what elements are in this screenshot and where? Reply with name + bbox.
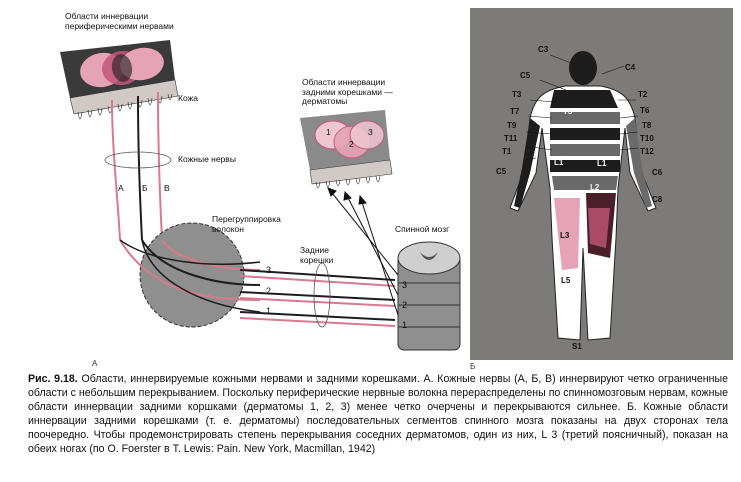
panel-letter-a: А bbox=[92, 359, 98, 368]
dermatome-number-2: 2 bbox=[349, 139, 354, 149]
nerve-letter-b: Б bbox=[142, 183, 148, 193]
figure-panel-a: Области иннервации периферическими нерва… bbox=[0, 0, 470, 372]
segment-c6: C6 bbox=[652, 168, 663, 177]
segment-t9: T9 bbox=[507, 121, 517, 130]
segment-t1: T1 bbox=[502, 147, 512, 156]
segment-t11: T11 bbox=[504, 134, 518, 143]
cutaneous-nerves bbox=[104, 91, 172, 241]
skin-block-peripheral bbox=[60, 40, 179, 120]
dorsal-roots bbox=[239, 262, 396, 328]
label-dermatomes: Области иннервации задними корешками — д… bbox=[302, 77, 393, 106]
dermatome-number-3: 3 bbox=[368, 127, 373, 137]
figure-caption: Рис. 9.18. Области, иннервируемые кожным… bbox=[28, 373, 728, 456]
segment-t5: T5 bbox=[563, 107, 573, 116]
label-spinal-cord: Спинной мозг bbox=[395, 224, 450, 234]
segment-s1: S1 bbox=[572, 342, 582, 351]
segment-c8: C8 bbox=[652, 195, 663, 204]
label-regrouping: Перегруппировка волокон bbox=[212, 214, 281, 234]
nerve-letter-v: В bbox=[164, 183, 170, 193]
segment-t3: T3 bbox=[512, 90, 522, 99]
skin-block-dermatomes bbox=[300, 110, 393, 189]
label-dorsal-roots: Задние корешки bbox=[300, 245, 334, 265]
spinal-cord bbox=[397, 241, 461, 351]
body-dermatome-map bbox=[509, 51, 657, 341]
segment-l3: L3 bbox=[560, 231, 570, 240]
panel-letter-b: Б bbox=[470, 362, 476, 371]
segment-l2: L2 bbox=[590, 183, 600, 192]
segment-l5: L5 bbox=[561, 276, 571, 285]
segment-pointer-lines bbox=[523, 54, 639, 161]
segment-c4: C4 bbox=[625, 63, 636, 72]
cord-number-2: 2 bbox=[402, 300, 408, 310]
label-peripheral-areas: Области иннервации периферическими нерва… bbox=[65, 11, 174, 31]
cord-number-1: 1 bbox=[402, 320, 408, 330]
caption-text: Области, иннервируемые кожными нервами и… bbox=[28, 373, 729, 455]
dermatome-number-1: 1 bbox=[326, 127, 331, 137]
segment-t7: T7 bbox=[510, 107, 520, 116]
root-number-2: 2 bbox=[266, 286, 272, 296]
root-number-3: 3 bbox=[266, 265, 272, 275]
segment-t12: T12 bbox=[640, 147, 654, 156]
cord-number-3: 3 bbox=[402, 280, 408, 290]
panel-a-drawing bbox=[60, 40, 461, 351]
segment-c5-lower: C5 bbox=[496, 167, 507, 176]
caption-figure-label: Рис. 9.18. bbox=[28, 373, 78, 385]
segment-c5-upper: C5 bbox=[520, 71, 531, 80]
arrows-to-dermatomes bbox=[327, 187, 399, 316]
segment-l1-left: L1 bbox=[554, 158, 564, 167]
segment-l1-right: L1 bbox=[597, 159, 607, 168]
segment-t8: T8 bbox=[642, 121, 652, 130]
body-silhouette bbox=[509, 51, 657, 341]
segment-t2: T2 bbox=[638, 90, 648, 99]
label-cutaneous-nerves: Кожные нервы bbox=[178, 154, 236, 164]
root-number-1: 1 bbox=[266, 306, 272, 316]
label-skin: Кожа bbox=[178, 93, 198, 103]
segment-c3: C3 bbox=[538, 45, 549, 54]
nerve-letter-a: А bbox=[118, 183, 124, 193]
regrouping-zone bbox=[119, 222, 261, 328]
segment-t10: T10 bbox=[640, 134, 654, 143]
figure-panel-b: C3 C5 T3 T7 T9 T11 T1 C5 C4 T2 T6 T8 T10… bbox=[470, 8, 733, 360]
segment-t6: T6 bbox=[640, 106, 650, 115]
